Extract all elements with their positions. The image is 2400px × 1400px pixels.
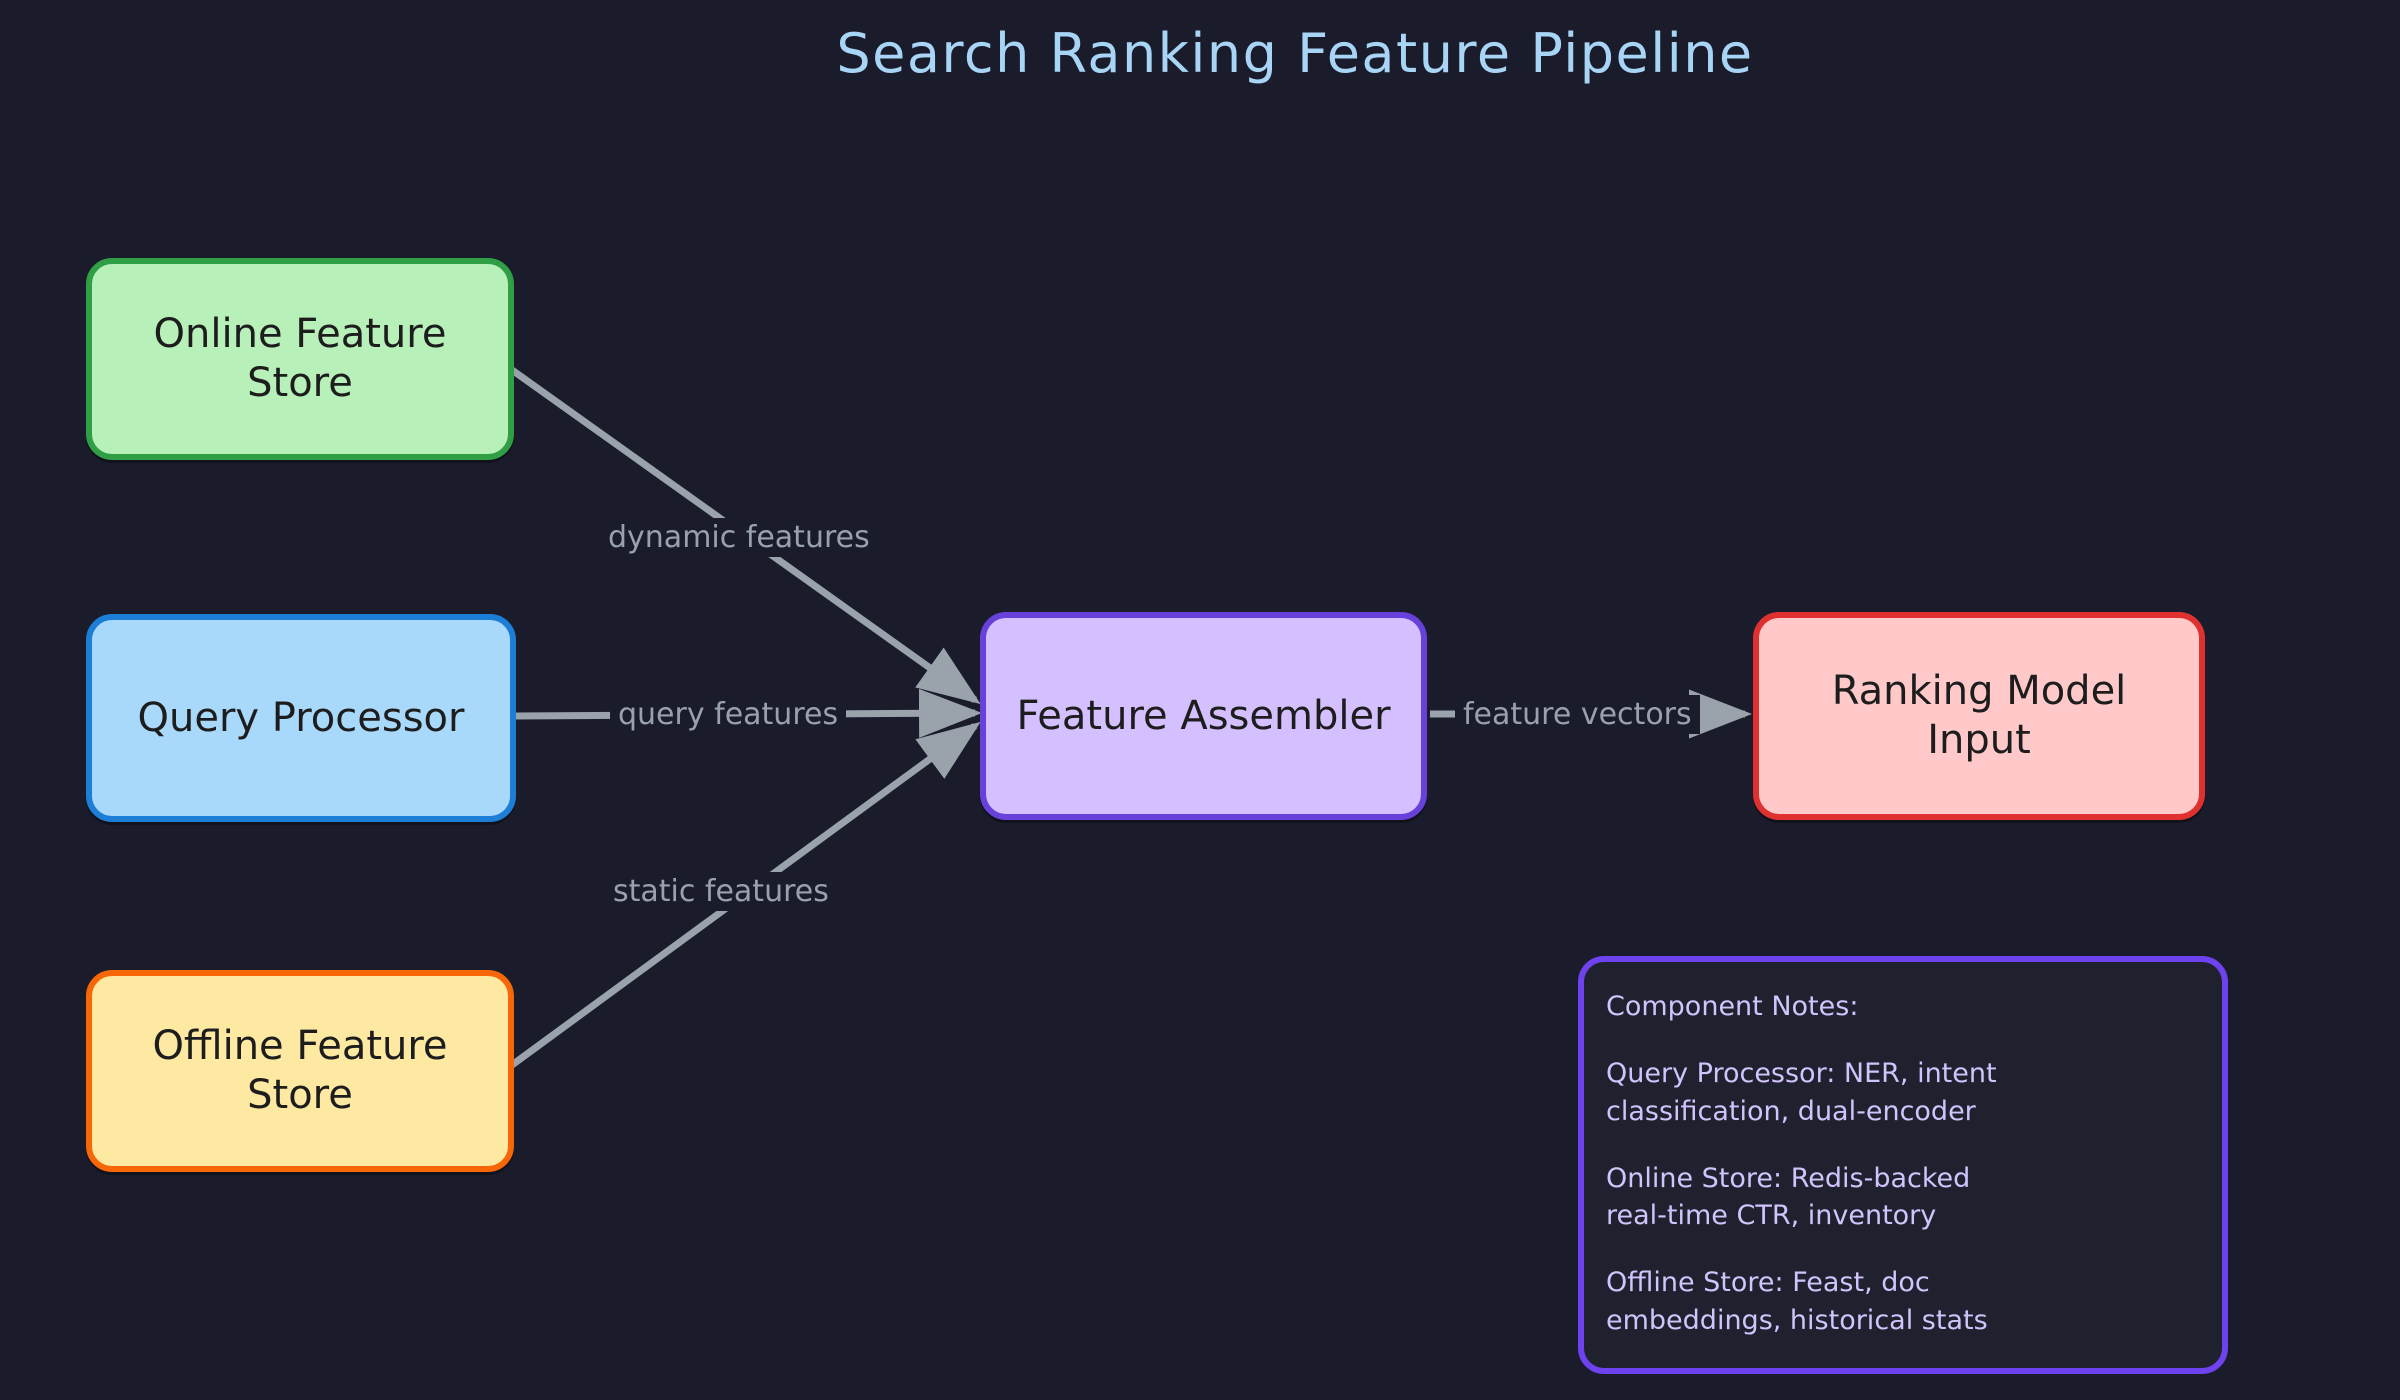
notes-spacer bbox=[1606, 1025, 2200, 1055]
node-query-processor[interactable]: Query Processor bbox=[86, 614, 516, 822]
node-feature-assembler-label: Feature Assembler bbox=[1016, 692, 1391, 739]
notes-item-online-store: Online Store: Redis-backed real-time CTR… bbox=[1606, 1162, 1971, 1231]
node-online-feature-store-label: Online Feature Store bbox=[153, 311, 447, 406]
node-ranking-model-input-label: Ranking Model Input bbox=[1831, 668, 2127, 763]
notes-heading: Component Notes: bbox=[1606, 991, 1859, 1022]
notes-spacer bbox=[1606, 1130, 2200, 1160]
node-online-feature-store[interactable]: Online Feature Store bbox=[86, 258, 514, 460]
edge-label-query-features: query features bbox=[610, 695, 847, 734]
page-title: Search Ranking Feature Pipeline bbox=[836, 22, 1754, 85]
node-feature-assembler[interactable]: Feature Assembler bbox=[980, 612, 1427, 820]
notes-item-query-processor: Query Processor: NER, intent classificat… bbox=[1606, 1058, 1997, 1127]
component-notes-box: Component Notes: Query Processor: NER, i… bbox=[1578, 956, 2228, 1374]
node-ranking-model-input[interactable]: Ranking Model Input bbox=[1753, 612, 2205, 820]
node-query-processor-label: Query Processor bbox=[137, 694, 465, 741]
edge-label-feature-vectors: feature vectors bbox=[1455, 695, 1700, 734]
edge-label-dynamic-features: dynamic features bbox=[600, 518, 878, 557]
notes-spacer bbox=[1606, 1234, 2200, 1264]
node-offline-feature-store[interactable]: Offline Feature Store bbox=[86, 970, 514, 1172]
notes-item-offline-store: Offline Store: Feast, doc embeddings, hi… bbox=[1606, 1267, 1988, 1336]
edge-label-static-features: static features bbox=[605, 872, 837, 911]
node-offline-feature-store-label: Offline Feature Store bbox=[152, 1023, 448, 1118]
